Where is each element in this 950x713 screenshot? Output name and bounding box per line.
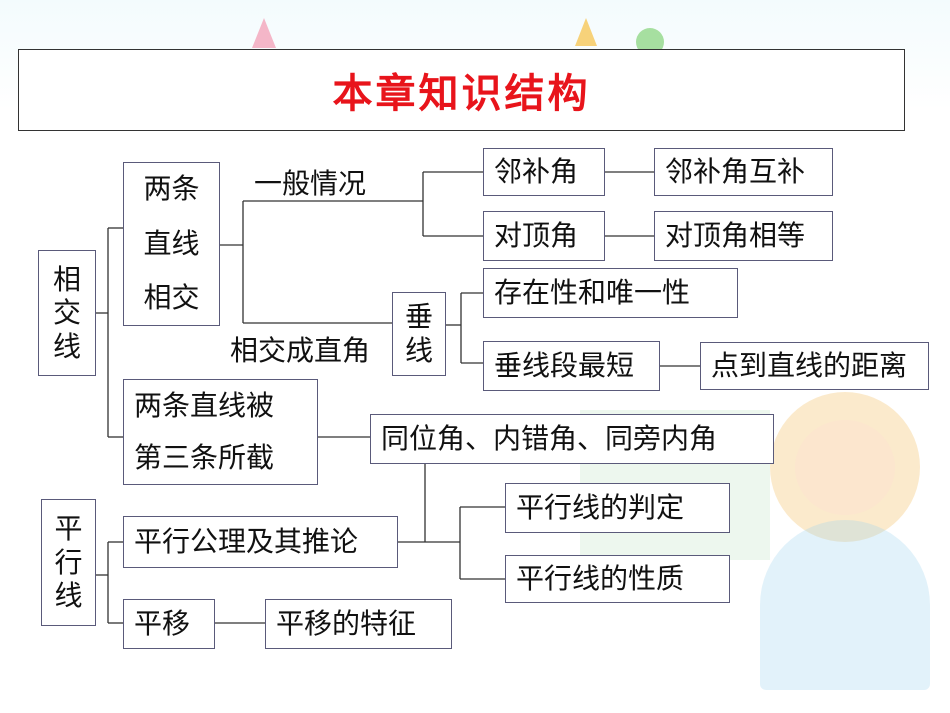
node-parallel-properties: 平行线的性质 [505, 555, 730, 603]
node-parallel-axiom: 平行公理及其推论 [123, 516, 398, 568]
node-translation: 平移 [123, 599, 215, 649]
node-two-lines-intersect: 两条 直线 相交 [123, 162, 220, 326]
node-translation-features: 平移的特征 [265, 599, 452, 649]
node-adjacent-supplementary: 邻补角 [483, 148, 605, 196]
node-line: 两条 [143, 172, 200, 206]
girl-illustration-dress [760, 520, 930, 690]
tent-decoration [575, 18, 597, 46]
node-line: 第三条所截 [134, 441, 275, 474]
node-char: 垂 [404, 300, 433, 334]
node-transversal: 两条直线被 第三条所截 [123, 379, 318, 485]
node-adjacent-supplementary-rule: 邻补角互补 [654, 148, 833, 196]
node-shortest-perpendicular: 垂线段最短 [483, 341, 660, 391]
edge-label-general: 一般情况 [254, 167, 367, 200]
node-char: 行 [54, 545, 83, 579]
node-existence-uniqueness: 存在性和唯一性 [483, 268, 738, 318]
node-xiangjiaoxian: 相 交 线 [38, 250, 96, 376]
node-line: 相交 [143, 281, 200, 315]
node-char: 交 [52, 296, 81, 330]
node-parallel-criteria: 平行线的判定 [505, 483, 730, 533]
node-char: 线 [54, 579, 83, 613]
title-box: 本章知识结构 [18, 49, 905, 131]
node-vertical-angles: 对顶角 [483, 211, 605, 261]
girl-illustration-face [795, 420, 895, 515]
node-perpendicular: 垂 线 [392, 292, 446, 376]
node-char: 平 [54, 512, 83, 546]
edge-label-right-angle: 相交成直角 [230, 334, 371, 367]
node-line: 直线 [143, 226, 200, 260]
node-char: 线 [52, 329, 81, 363]
node-pingxingxian: 平 行 线 [41, 499, 96, 626]
node-vertical-angles-rule: 对顶角相等 [654, 211, 833, 261]
node-char: 线 [404, 334, 433, 367]
node-point-line-distance: 点到直线的距离 [700, 342, 929, 390]
node-line: 两条直线被 [134, 389, 275, 423]
node-angle-types: 同位角、内错角、同旁内角 [370, 414, 774, 464]
node-char: 相 [52, 262, 81, 296]
tent-decoration [252, 18, 276, 48]
page-title: 本章知识结构 [332, 71, 591, 117]
